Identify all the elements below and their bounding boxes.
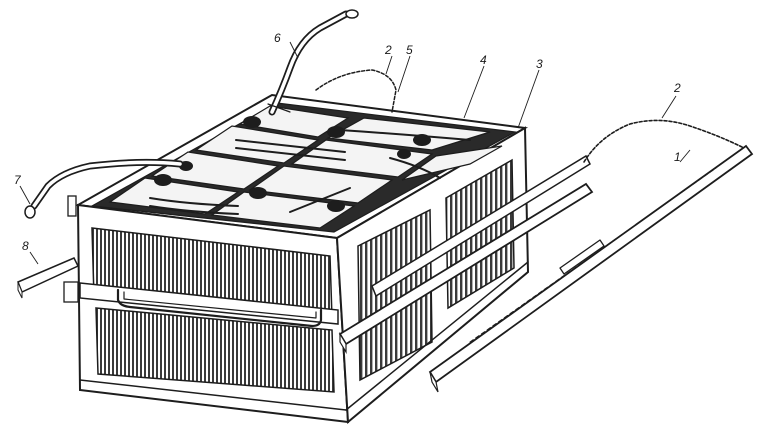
- clamp-bar-right-slots: [469, 167, 717, 343]
- front-handle-inner: [123, 291, 317, 319]
- leader-1: [679, 149, 691, 163]
- terminal-cap-1: [154, 174, 172, 186]
- terminal-cap-2: [249, 187, 267, 199]
- connector-strap-7: [289, 187, 351, 213]
- leader-3: [517, 69, 540, 129]
- front-grille-lower: [95, 307, 335, 393]
- top-chain: [315, 69, 397, 113]
- connector-strap-5: [339, 129, 471, 141]
- leader-5: [397, 55, 411, 93]
- callout-2b: 2: [673, 81, 681, 95]
- callout-7: 7: [14, 173, 22, 187]
- terminal-cap-5: [327, 126, 345, 138]
- callout-6: 6: [274, 31, 281, 45]
- callout-3: 3: [536, 57, 543, 71]
- callout-8: 8: [22, 239, 29, 253]
- left-bracket-bar: [17, 257, 80, 299]
- right-chain: [583, 119, 745, 163]
- connector-strap-6: [389, 157, 441, 179]
- cable-negative: [24, 158, 184, 219]
- battery-cells: [108, 105, 503, 229]
- cell-lid-2: [210, 191, 356, 229]
- left-top-lug: [67, 195, 77, 217]
- leader-6: [289, 41, 299, 59]
- connector-strap-3: [235, 139, 346, 153]
- cable-positive-lug: [345, 9, 359, 19]
- leader-2b: [661, 95, 677, 119]
- cell-lid-8: [326, 117, 491, 151]
- cable-positive-clamp: [267, 103, 291, 113]
- leader-lines: [19, 41, 691, 265]
- clamp-bar-right-bracket: [559, 239, 605, 275]
- terminal-cap-6: [413, 134, 431, 146]
- front-handle: [116, 288, 323, 328]
- callout-4: 4: [480, 53, 487, 67]
- terminal-cap-3: [327, 200, 345, 212]
- terminal-cap-4: [243, 116, 261, 128]
- cable-negative-inner: [32, 160, 182, 208]
- cell-lid-3: [150, 151, 280, 190]
- callout-5: 5: [406, 43, 413, 57]
- bottom-frame-front: [79, 379, 347, 411]
- leader-4: [463, 65, 485, 119]
- bottom-frame-side: [345, 261, 529, 411]
- cell-lid-7: [238, 105, 350, 138]
- connector-strap-1: [149, 197, 239, 207]
- clamp-bar-right: [428, 144, 754, 393]
- callout-2a: 2: [384, 43, 392, 57]
- terminal-cap-7: [397, 149, 411, 159]
- left-mount-lug: [63, 281, 79, 303]
- cable-positive-inner: [270, 12, 348, 114]
- clamp-bar-front: [338, 154, 594, 355]
- leader-7: [19, 185, 31, 205]
- leader-2a: [385, 55, 393, 75]
- leader-8: [29, 251, 39, 265]
- cable-negative-lug: [24, 205, 36, 219]
- connector-strap-2: [149, 205, 239, 215]
- cable-positive: [267, 9, 359, 116]
- connector-strap-4: [235, 147, 346, 161]
- callout-labels: 1 2 2 3 4 5 6 7 8: [14, 31, 681, 253]
- callout-1: 1: [674, 150, 681, 164]
